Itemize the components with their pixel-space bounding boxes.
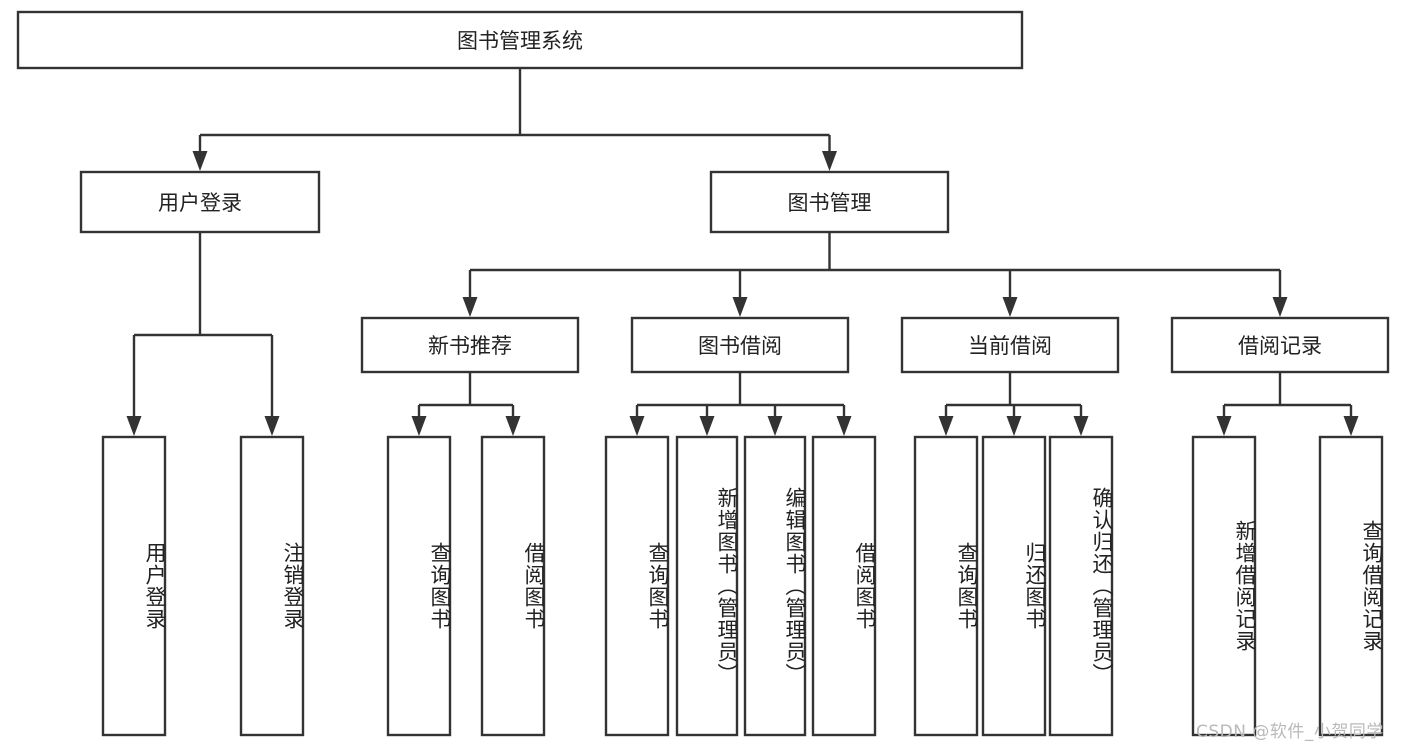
node-box-root <box>16 10 1024 70</box>
node-label-book-management: 图书管理 <box>788 191 872 215</box>
arrow-head <box>1002 297 1018 317</box>
arrow-head <box>1343 416 1359 436</box>
node-box-bb-borrow-book <box>811 435 877 737</box>
node-box-bb-edit-book <box>743 435 807 737</box>
node-box-cb-return-book <box>981 435 1047 737</box>
node-label-new-book-recommend: 新书推荐 <box>428 334 512 358</box>
node-box-nbr-borrow-book <box>480 435 546 737</box>
node-label-book-borrow: 图书借阅 <box>698 334 782 358</box>
arrow-head <box>732 297 748 317</box>
arrow-head <box>1216 416 1232 436</box>
arrow-head <box>836 416 852 436</box>
arrow-head <box>629 416 645 436</box>
node-box-book-borrow <box>630 316 850 374</box>
box-layer <box>16 10 1390 737</box>
node-box-br-query-record <box>1318 435 1384 737</box>
node-box-book-management <box>709 170 950 234</box>
arrow-head <box>192 151 208 171</box>
node-box-user-login-do <box>101 435 167 737</box>
node-box-cb-confirm-return <box>1048 435 1114 737</box>
arrow-head <box>822 151 837 171</box>
node-label-root: 图书管理系统 <box>457 29 583 53</box>
node-box-current-borrow <box>900 316 1120 374</box>
node-label-borrow-records: 借阅记录 <box>1238 334 1322 358</box>
arrow-head <box>505 416 521 436</box>
node-box-cb-query-book <box>913 435 979 737</box>
arrow-head <box>1272 297 1288 317</box>
arrow-head <box>1006 416 1022 436</box>
arrow-head <box>462 297 478 317</box>
node-box-borrow-records <box>1170 316 1390 374</box>
node-label-user-login: 用户登录 <box>158 191 242 215</box>
node-box-user-login <box>79 170 321 234</box>
node-box-new-book-recommend <box>360 316 580 374</box>
node-box-nbr-query-book <box>386 435 452 737</box>
arrow-head <box>1073 416 1089 436</box>
node-box-bb-query-book <box>604 435 670 737</box>
node-label-current-borrow: 当前借阅 <box>968 334 1052 358</box>
node-box-user-logout <box>239 435 305 737</box>
arrow-head <box>411 416 427 436</box>
arrow-head <box>699 416 715 436</box>
arrow-head <box>938 416 954 436</box>
csdn-watermark: CSDN @软件_小贺同学 <box>1196 722 1384 742</box>
node-box-bb-add-book <box>675 435 739 737</box>
connector-layer <box>126 68 1359 436</box>
arrow-head <box>264 416 280 436</box>
arrow-head <box>126 416 142 436</box>
node-box-br-add-record <box>1191 435 1257 737</box>
arrow-head <box>767 416 783 436</box>
